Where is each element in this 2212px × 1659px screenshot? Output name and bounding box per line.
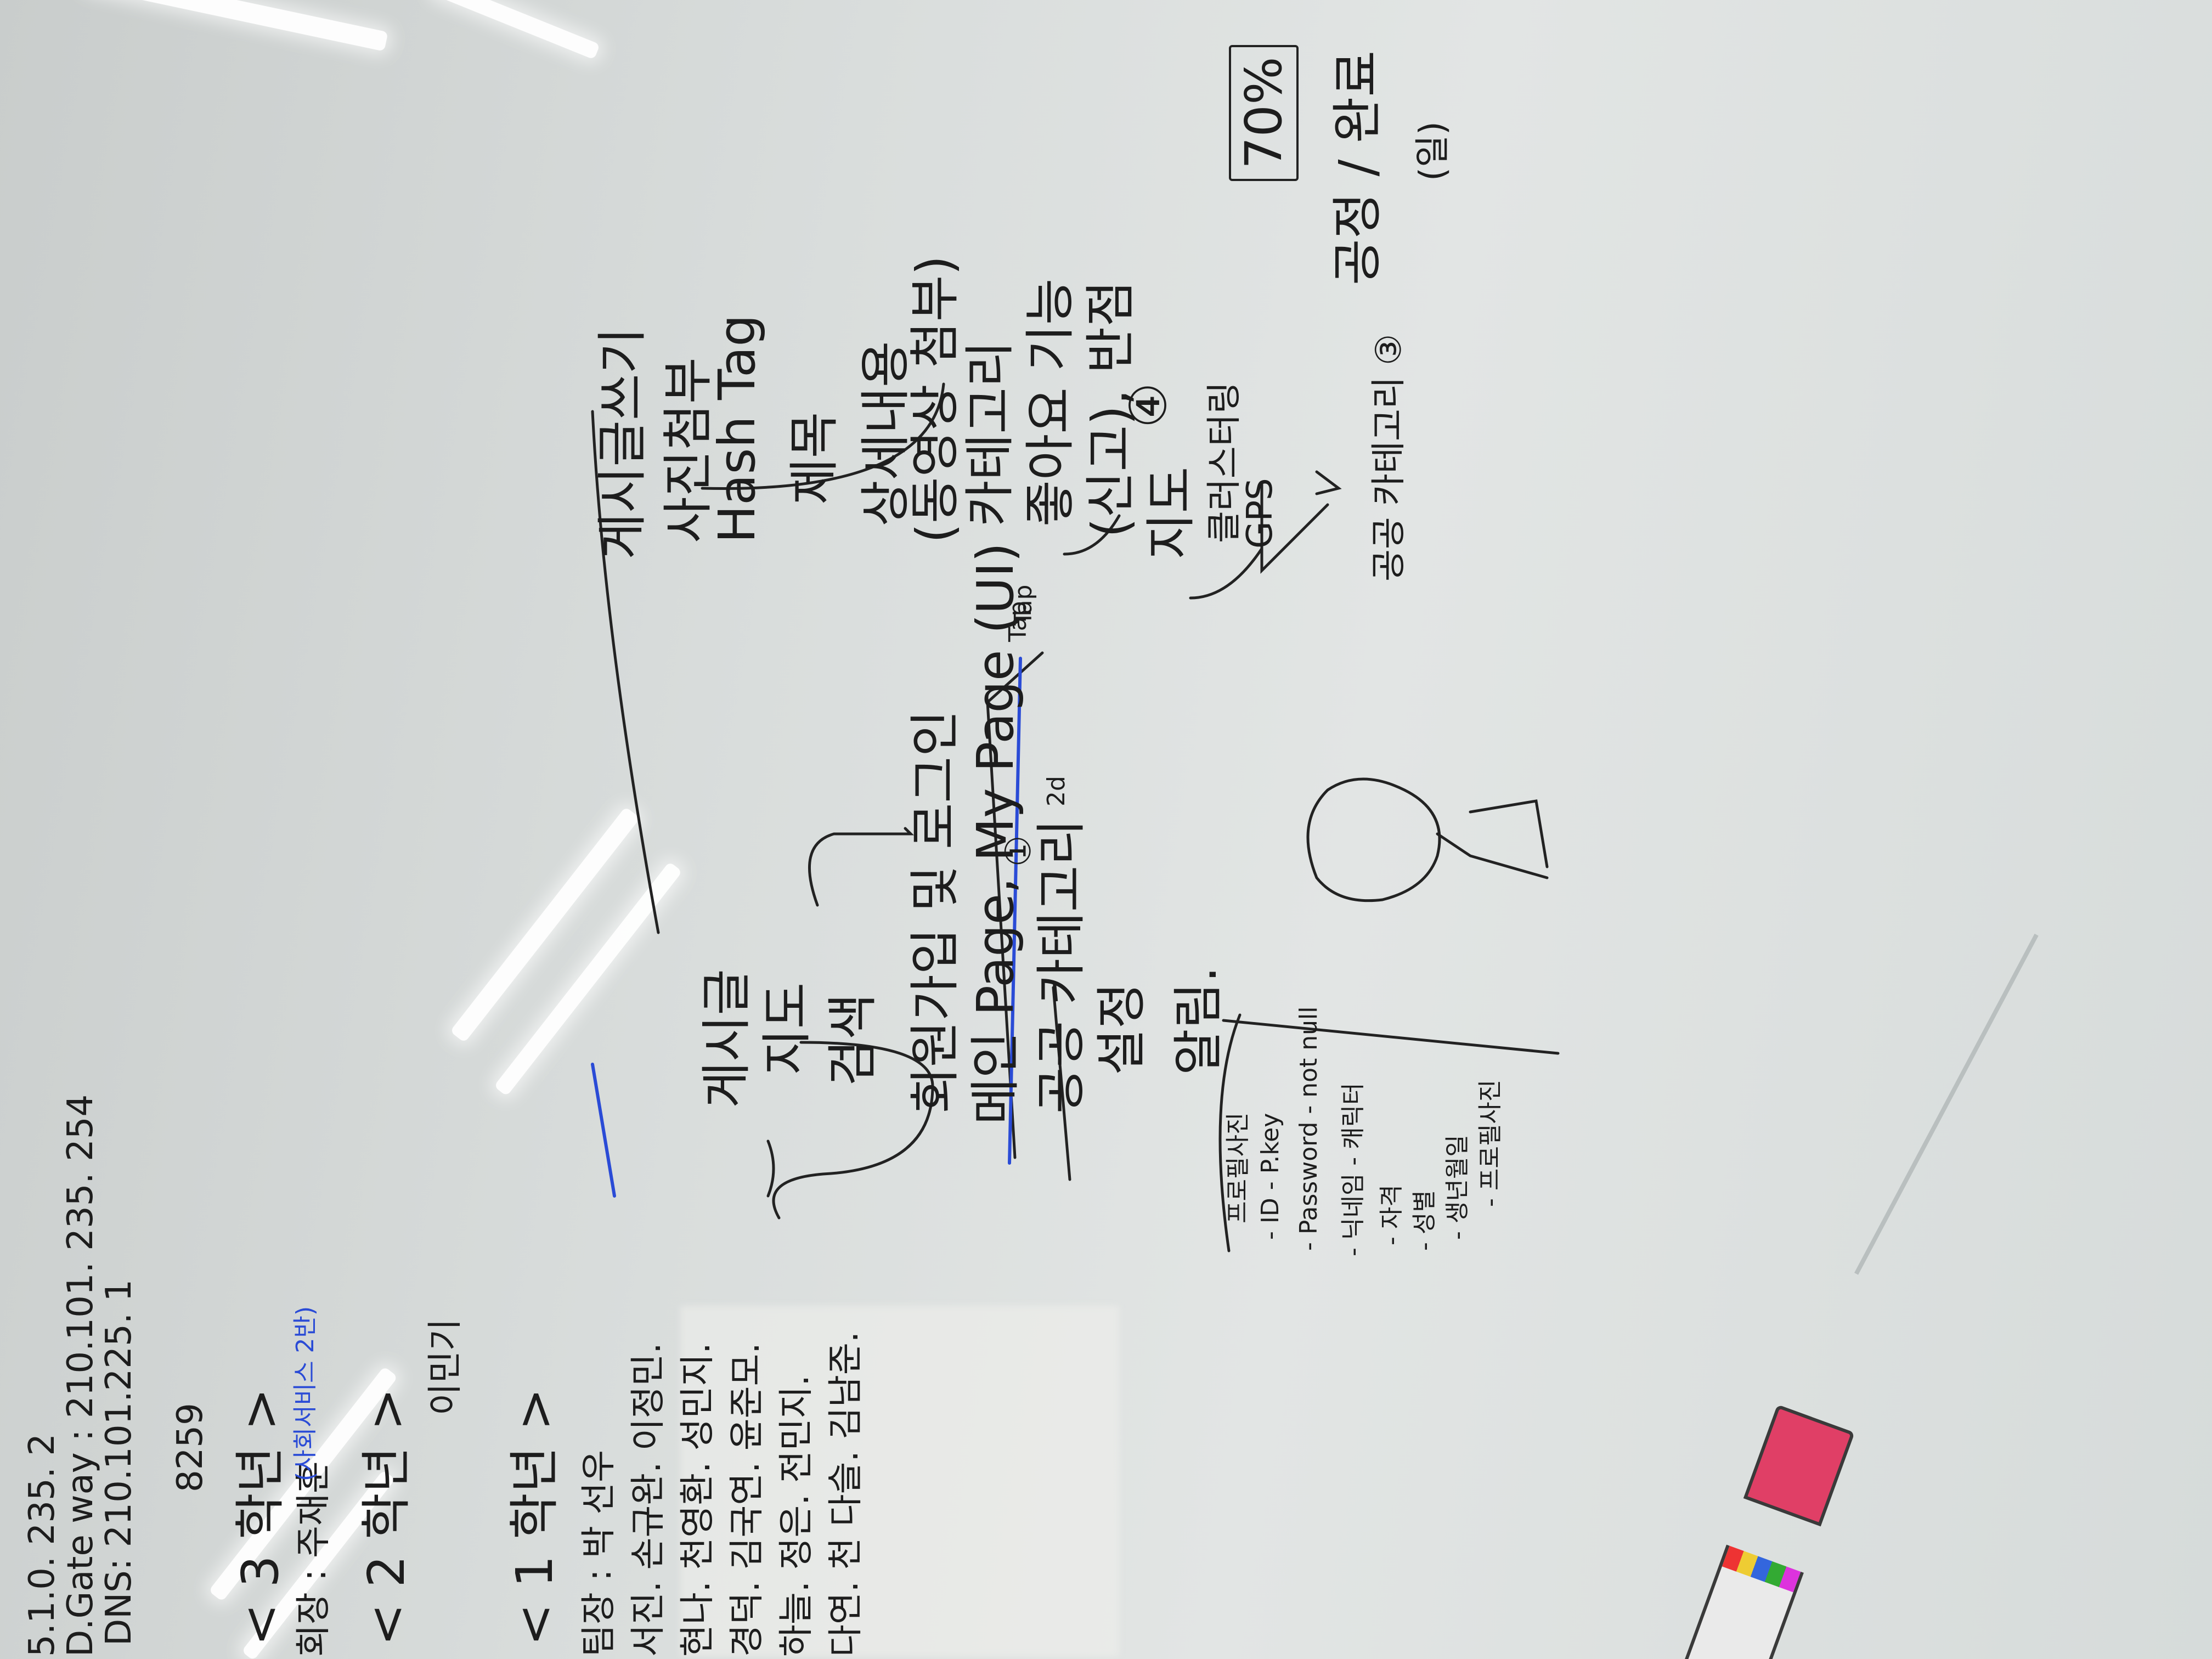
grade-1-lead: 팀장 : 박 선우 (579, 1450, 619, 1657)
grade-1-header: < 1 학년 > (505, 1388, 564, 1646)
brace-stroke (701, 382, 945, 490)
brace-stroke (1063, 514, 1121, 556)
map-detail-item: 클러스터링 (1204, 381, 1245, 543)
window-reflection (680, 1306, 1119, 1657)
status-label: 공정 / 완료 (1328, 50, 1387, 285)
doodle-face-stroke (1306, 777, 1441, 902)
menu-circle-mark: ① (998, 835, 1039, 867)
brace-stroke (1218, 1013, 1242, 1252)
code-number-line: 8259 (170, 1403, 211, 1492)
map-detail-title: 지도 (1142, 466, 1200, 560)
arrow-stroke (1260, 481, 1329, 574)
profile-list-item: - 성별 (1410, 1190, 1438, 1251)
hook-stroke (766, 1139, 775, 1198)
map-detail-item: GPS (1240, 478, 1280, 549)
status-note: (일) (1413, 121, 1453, 181)
profile-list-item: - 프로필사진 (1476, 1079, 1504, 1207)
brace-stroke (1189, 547, 1263, 600)
grade-2-header: < 2 학년 > (357, 1388, 416, 1646)
grade-1-member-row: 경덕. 김국연. 윤준모. (727, 1342, 768, 1657)
profile-list-item: - ID - P.key (1256, 1113, 1284, 1240)
profile-list-item: - 생년월일 (1443, 1135, 1471, 1240)
arrow-stroke (808, 827, 915, 907)
grade-1-member-row: 하늘. 정은. 전민지. (776, 1375, 817, 1657)
category-label: 공공 카테고리 ③ (1369, 334, 1409, 582)
arrow-stroke (986, 651, 1044, 1159)
grade-3-note: (사회서비스 2반) (291, 1306, 319, 1481)
ip-address-line: 5.1.0. 235. 2 (22, 1433, 63, 1657)
bracket-stroke (772, 1041, 934, 1220)
map-detail-mark: ④ (1119, 382, 1178, 428)
grade-2-detail: 이민기 (425, 1318, 466, 1415)
blue-underline-stroke (591, 1063, 616, 1198)
menu-2d-mark: 2d (1042, 776, 1070, 806)
grade-1-member-row: 다연. 천 다슬. 김남준. (826, 1331, 866, 1657)
profile-list-item: - 자격 (1378, 1184, 1406, 1245)
dns-address-line: DNS: 210.101.225. 1 (99, 1279, 139, 1646)
menu-item-settings: 설정 (1092, 982, 1151, 1075)
grade-3-detail: 회장 : 주재훈 (294, 1461, 334, 1657)
grade-3-header: < 3 학년 > (231, 1388, 290, 1646)
doodle-body-stroke (1469, 799, 1549, 868)
status-box: 70% (1229, 44, 1299, 181)
menu-item-notifications: 알림. (1169, 966, 1228, 1075)
underline-stroke (1052, 986, 1071, 1181)
profile-list-item: - 닉네임 - 캐릭터 (1339, 1082, 1367, 1256)
grade-1-member-row: 현나. 천영환. 성민지. (678, 1342, 718, 1657)
post-detail-title: 게시글쓰기 (593, 327, 652, 560)
menu-item-map: 지도 (758, 982, 816, 1075)
grade-1-member-row: 서진. 손규완. 이정민. (628, 1342, 669, 1657)
profile-list-title: 프로필사진 (1224, 1112, 1252, 1223)
post-detail-item: Hash Tag (708, 314, 766, 543)
menu-item-search: 검색 (823, 993, 882, 1086)
profile-list-item: - Password - not null (1295, 1006, 1323, 1251)
arrow-stroke (1315, 470, 1342, 495)
gateway-address-line: D.Gate way : 210.101. 235. 254 (60, 1094, 101, 1657)
arc-stroke (591, 410, 660, 934)
blue-underline-stroke (1008, 657, 1022, 1165)
post-detail-item: 제목 (785, 411, 844, 505)
doodle-body-stroke (1436, 832, 1549, 879)
divider-stroke (1222, 1019, 1560, 1055)
arrow-tap-label: Tap (1009, 584, 1037, 626)
marker-label-stripe (1722, 1545, 1801, 1593)
